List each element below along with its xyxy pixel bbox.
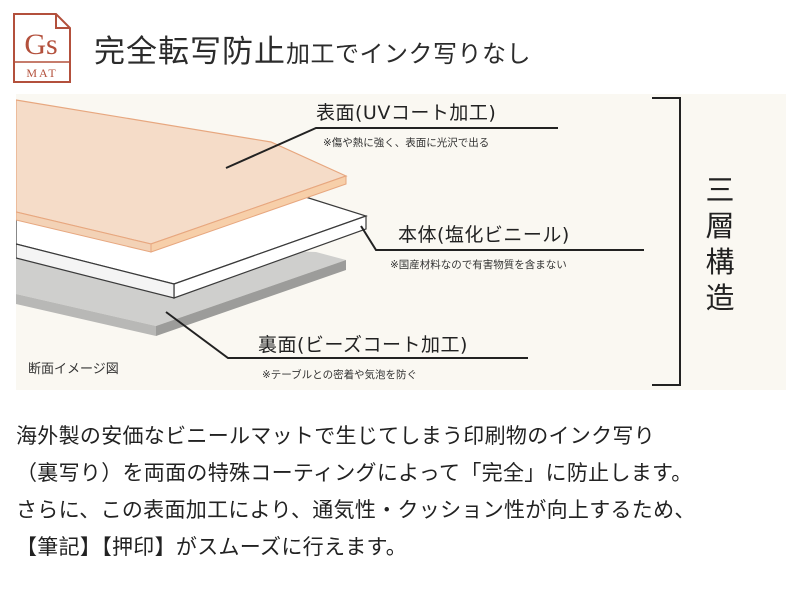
gs-mat-logo: Gs MAT (13, 13, 71, 83)
bottom-layer-note: ※テーブルとの密着や気泡を防ぐ (262, 369, 418, 381)
description-paragraph: 海外製の安価なビニールマットで生じてしまう印刷物のインク写り （裏写り）を両面の… (16, 418, 786, 566)
middle-leader-line (360, 225, 644, 251)
bottom-layer-title: 裏面(ビーズコート加工) (258, 334, 468, 356)
page-title: 完全転写防止加工でインク写りなし (94, 26, 531, 76)
top-layer-shape (16, 99, 348, 253)
layers-illustration (16, 97, 681, 386)
headline-sub: 加工でインク写りなし (286, 40, 531, 68)
top-layer-title: 表面(UVコート加工) (316, 102, 497, 124)
three-layer-structure-label: 三層構造 (705, 173, 735, 315)
description-line: 海外製の安価なビニールマットで生じてしまう印刷物のインク写り (16, 424, 655, 448)
three-layer-bracket (652, 97, 681, 386)
description-line: 【筆記】【押印】がスムーズに行えます。 (16, 535, 408, 559)
cross-section-diagram: 表面(UVコート加工) ※傷や熱に強く、表面に光沢で出る 本体(塩化ビニール) … (16, 94, 786, 390)
middle-layer-title: 本体(塩化ビニール) (398, 224, 570, 246)
diagram-caption: 断面イメージ図 (28, 362, 119, 377)
description-line: （裏写り）を両面の特殊コーティングによって「完全」に防止します。 (16, 461, 693, 485)
top-leader-line (225, 127, 558, 169)
description-line: さらに、この表面加工により、通気性・クッション性が向上するため、 (16, 498, 696, 522)
middle-layer-note: ※国産材料なので有害物質を含まない (390, 259, 567, 271)
logo-letters: Gs (24, 28, 57, 61)
logo-sub: MAT (26, 66, 57, 80)
headline-main: 完全転写防止 (94, 34, 286, 70)
bottom-leader-line (165, 311, 528, 359)
top-layer-note: ※傷や熱に強く、表面に光沢で出る (323, 137, 490, 149)
